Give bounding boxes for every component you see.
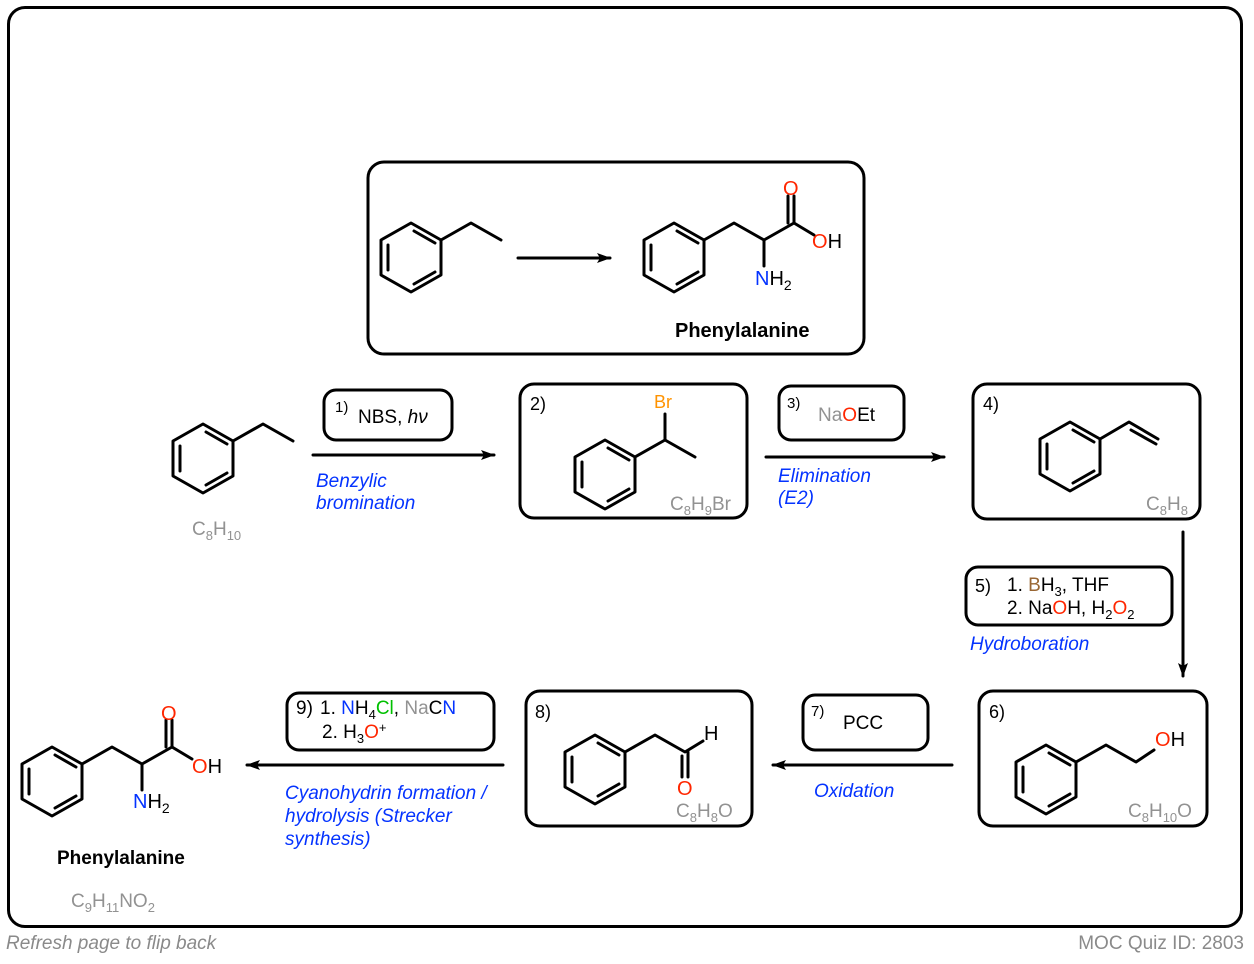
final-amine: NH2 bbox=[133, 791, 170, 816]
step3-description-line2: (E2) bbox=[778, 488, 814, 509]
step9-description-line3: synthesis) bbox=[285, 829, 371, 850]
step1-description-line2: bromination bbox=[316, 493, 415, 514]
step5-reagent-line1: 1. BH3, THF bbox=[1007, 575, 1109, 599]
step3-reagent: NaOEt bbox=[818, 405, 876, 426]
step9-reagent-line1: 1. NH4Cl, NaCN bbox=[320, 698, 456, 722]
step2-bromine: Br bbox=[654, 392, 672, 412]
step2-formula: C8H9Br bbox=[670, 494, 732, 518]
flip-back-hint: Refresh page to flip back bbox=[6, 933, 217, 954]
step1-number: 1) bbox=[335, 399, 348, 416]
step6-structure bbox=[1014, 743, 1156, 816]
step8-formula: C8H8O bbox=[676, 801, 733, 825]
step9-number: 9) bbox=[296, 698, 313, 719]
step3-number: 3) bbox=[787, 395, 800, 412]
overview-hydroxyl: OH bbox=[812, 231, 842, 253]
step6-hydroxyl: OH bbox=[1155, 729, 1185, 751]
quiz-id: MOC Quiz ID: 2803 bbox=[1078, 933, 1244, 954]
step4-structure bbox=[1038, 420, 1160, 493]
step8-number: 8) bbox=[535, 702, 551, 722]
step8-aldehyde-h: H bbox=[704, 723, 718, 745]
step1-reagent: NBS, hν bbox=[358, 407, 428, 428]
step4-number: 4) bbox=[983, 394, 999, 414]
step8-structure bbox=[563, 733, 705, 806]
step2-structure bbox=[573, 412, 697, 511]
step6-box bbox=[977, 689, 1209, 828]
overview-oxygen: O bbox=[783, 178, 799, 200]
step7-description: Oxidation bbox=[814, 781, 894, 802]
step6-formula: C8H10O bbox=[1128, 801, 1192, 825]
quiz-card-frame[interactable] bbox=[7, 6, 1243, 928]
step6-number: 6) bbox=[989, 702, 1005, 722]
step5-description: Hydroboration bbox=[970, 634, 1089, 655]
step9-description-line1: Cyanohydrin formation / bbox=[285, 783, 488, 804]
overview-phenylalanine bbox=[642, 194, 816, 294]
step5-reagent-line2: 2. NaOH, H2O2 bbox=[1007, 598, 1134, 622]
step9-reagent-box bbox=[285, 691, 496, 752]
overview-box bbox=[366, 160, 866, 356]
final-product-name: Phenylalanine bbox=[57, 848, 185, 869]
start-formula: C8H10 bbox=[192, 519, 241, 543]
step2-box bbox=[518, 382, 749, 520]
step5-reagent-box bbox=[964, 565, 1174, 627]
step8-box bbox=[524, 689, 754, 828]
step3-reagent-box bbox=[777, 384, 906, 442]
step3-description-line1: Elimination bbox=[778, 466, 871, 487]
step2-number: 2) bbox=[530, 394, 546, 414]
final-formula: C9H11NO2 bbox=[71, 891, 155, 915]
step5-number: 5) bbox=[975, 576, 991, 596]
step4-box bbox=[971, 382, 1202, 521]
step7-reagent-box bbox=[801, 693, 930, 752]
overview-ethylbenzene bbox=[379, 221, 503, 294]
step9-reagent-line2: 2. H3O+ bbox=[322, 720, 386, 746]
step7-number: 7) bbox=[811, 703, 824, 720]
overview-amine: NH2 bbox=[755, 268, 792, 293]
start-ethylbenzene bbox=[171, 422, 295, 495]
final-oxygen: O bbox=[161, 703, 177, 725]
final-phenylalanine-structure bbox=[20, 718, 194, 818]
step1-reagent-box bbox=[322, 388, 454, 442]
step7-reagent: PCC bbox=[843, 713, 883, 734]
step8-aldehyde-o: O bbox=[677, 778, 693, 800]
final-hydroxyl: OH bbox=[192, 756, 222, 778]
overview-product-name: Phenylalanine bbox=[675, 320, 810, 342]
step4-formula: C8H8 bbox=[1146, 494, 1188, 518]
step9-description-line2: hydrolysis (Strecker bbox=[285, 806, 452, 827]
step1-description-line1: Benzylic bbox=[316, 471, 387, 492]
